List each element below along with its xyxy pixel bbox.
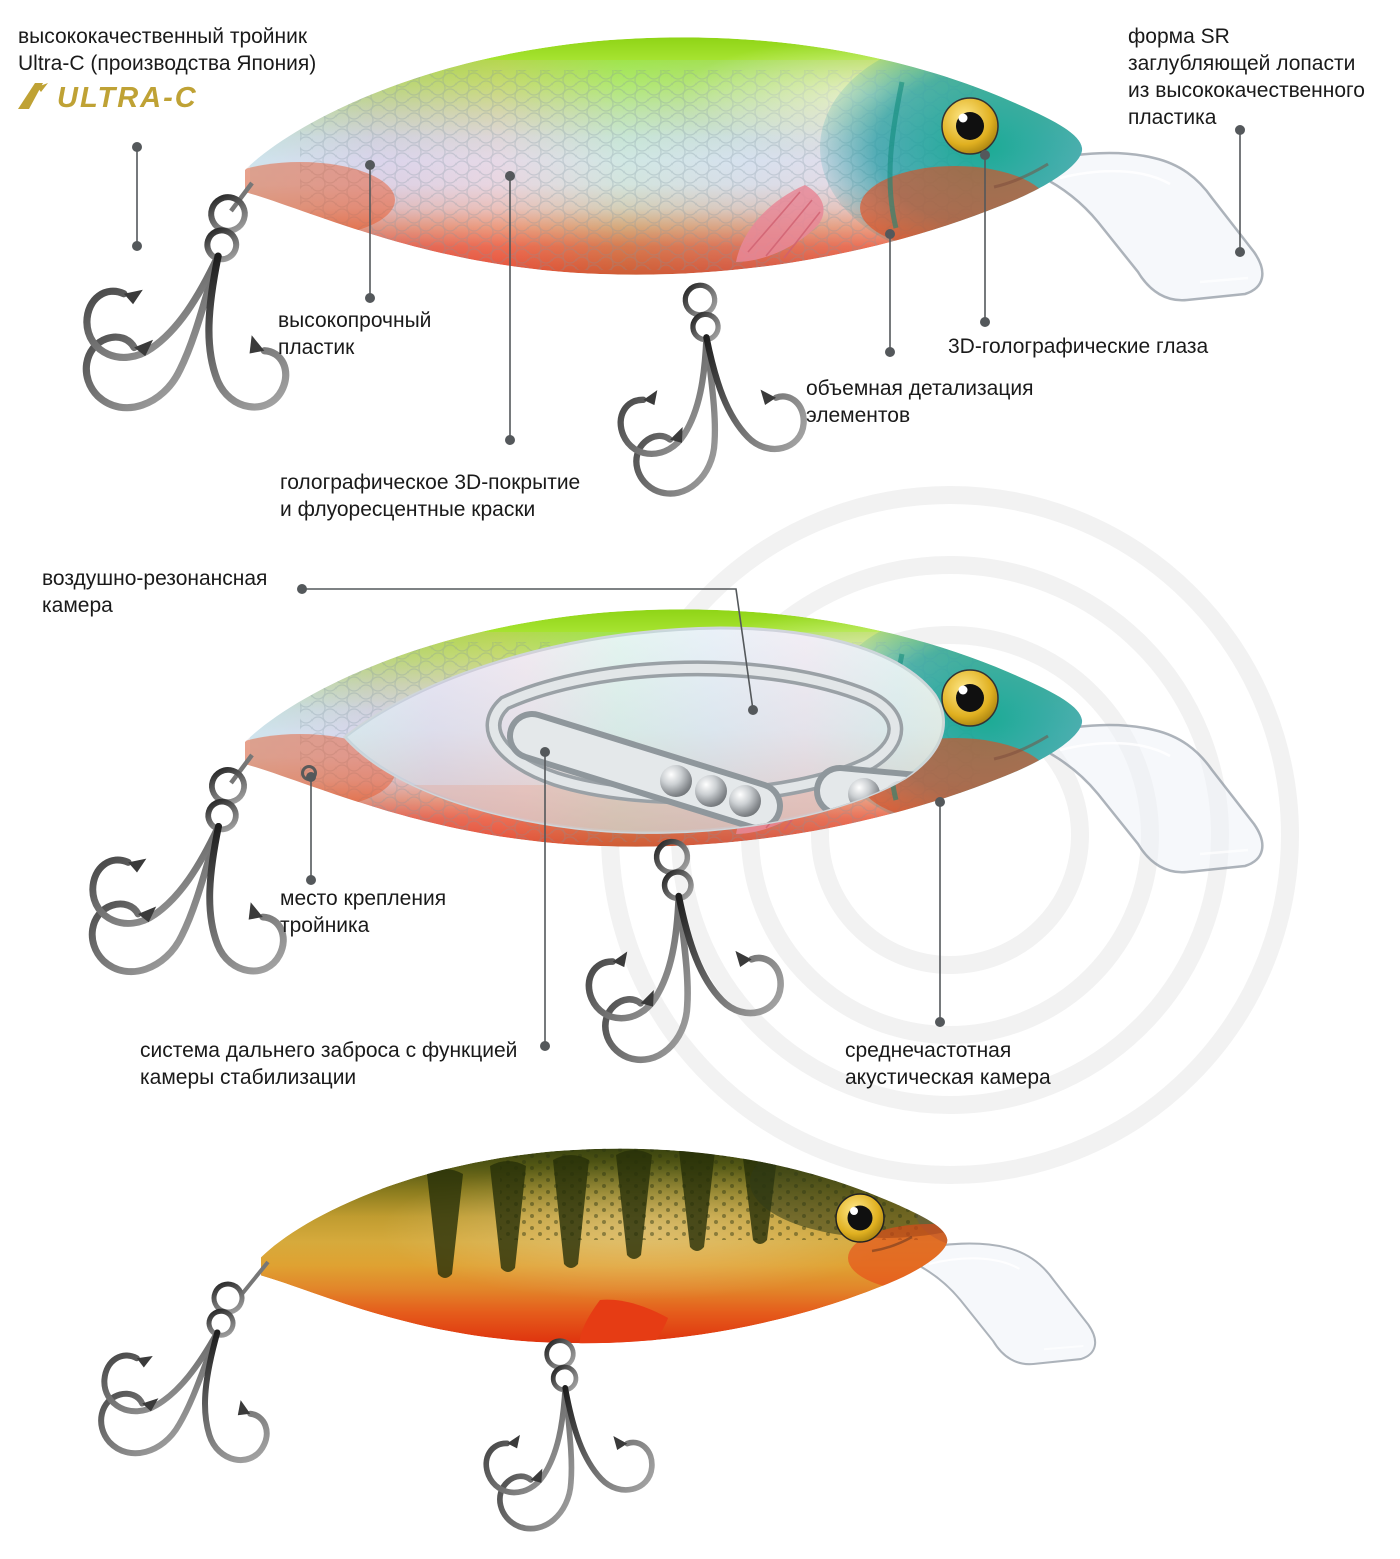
hook-hanger-wire [229, 181, 254, 213]
leader-holo-coating [505, 171, 515, 445]
label-holo-eyes: 3D-голографические глаза [948, 335, 1209, 358]
label-sr-lip: форма SR заглубляющей лопасти из высокок… [1128, 25, 1365, 129]
label-hook-mount: место крепления тройника [280, 887, 447, 937]
leader-casting-system [540, 747, 550, 1051]
diving-lip [907, 1242, 1097, 1366]
label-casting-system: система дальнего заброса с функцией каме… [140, 1039, 518, 1089]
leader-sr-lip [1235, 125, 1245, 257]
leader-holo-eyes [980, 150, 990, 327]
label-treble-hook: высококачественный тройник Ultra-C (прои… [18, 25, 317, 75]
leader-durable-plastic [365, 160, 375, 303]
hook-hanger-wire [229, 753, 254, 785]
leader-air-chamber [297, 584, 758, 715]
ultra-c-logo: ULTRA-C [16, 82, 198, 115]
treble-hook-front [70, 740, 330, 1015]
label-volume-detail: объемная детализация элементов [806, 377, 1034, 427]
lure-top [63, 33, 1264, 497]
ultra-c-text: ULTRA-C [57, 82, 198, 114]
label-air-chamber: воздушно-резонансная камера [42, 567, 268, 617]
label-holo-coating: голографическое 3D-покрытие и флуоресцен… [280, 471, 581, 521]
leader-acoustic-chamber [935, 797, 945, 1027]
leader-treble-hook [132, 142, 142, 251]
lure-middle [70, 605, 1264, 1064]
metal-ball [695, 775, 727, 807]
fish-body [260, 1148, 948, 1344]
casting-system-channel [507, 711, 783, 831]
leader-volume-detail [885, 229, 895, 357]
treble-hook-front [81, 1253, 316, 1499]
pectoral-fin [579, 1299, 668, 1344]
fish-body [205, 33, 1150, 280]
ultra-c-triangle-icon [16, 82, 50, 115]
treble-hook-belly [478, 1335, 656, 1532]
metal-ball [660, 765, 692, 797]
air-resonance-chamber [485, 660, 904, 805]
hook-hanger-wire [240, 1260, 270, 1296]
leader-lines [132, 125, 1245, 1051]
lure-bottom [81, 1148, 1097, 1532]
diving-lip [1033, 151, 1264, 302]
label-acoustic-chamber: среднечастотная акустическая камера [845, 1039, 1051, 1089]
leader-hook-mount [306, 772, 316, 885]
treble-hook-belly [609, 277, 809, 497]
label-durable-plastic: высокопрочный пластик [278, 309, 432, 359]
metal-ball [729, 785, 761, 817]
